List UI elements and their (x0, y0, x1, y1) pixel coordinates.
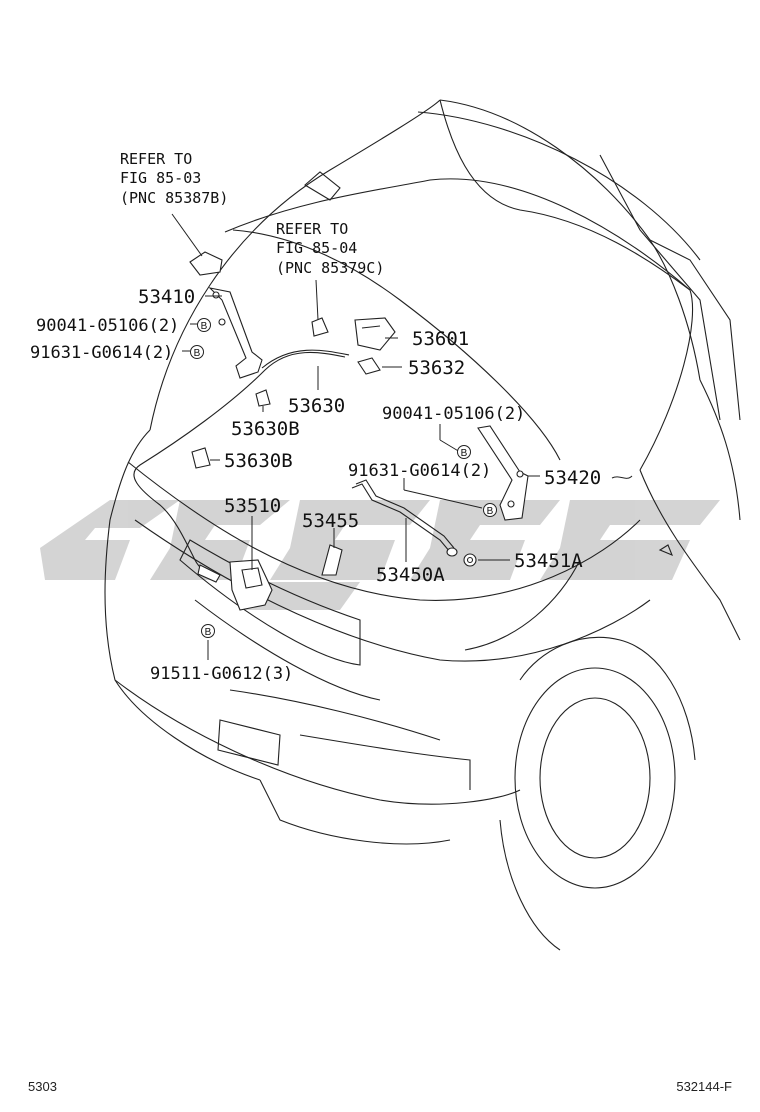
reference-callout-85-03: REFER TO FIG 85-03 (PNC 85387B) (120, 150, 228, 207)
svg-text:B: B (487, 506, 494, 517)
label-53450a: 53450A (376, 564, 445, 586)
svg-text:B: B (205, 627, 212, 638)
b-marker: B (201, 624, 215, 638)
label-53601: 53601 (412, 328, 469, 350)
part-shapes (133, 251, 529, 611)
svg-text:B: B (201, 321, 208, 332)
label-90041-left: 90041-05106(2) (36, 316, 179, 336)
b-markers: B B B B B (190, 318, 497, 638)
label-53632: 53632 (408, 357, 465, 379)
label-53630b-2: 53630B (224, 450, 293, 472)
label-91631-left: 91631-G0614(2) (30, 343, 173, 363)
svg-text:(PNC 85387B): (PNC 85387B) (120, 189, 228, 207)
footer-page-code: 5303 (28, 1079, 57, 1094)
part-labels: 53410 90041-05106(2) 91631-G0614(2) 5360… (30, 286, 601, 684)
label-53630: 53630 (288, 395, 345, 417)
b-marker: B (457, 445, 471, 459)
label-53455: 53455 (302, 510, 359, 532)
svg-text:FIG 85-04: FIG 85-04 (276, 239, 357, 257)
reference-callout-85-04: REFER TO FIG 85-04 (PNC 85379C) (276, 220, 384, 277)
label-90041-right: 90041-05106(2) (382, 404, 525, 424)
footer-figure-code: 532144-F (676, 1079, 732, 1094)
b-marker: B (197, 318, 211, 332)
vehicle-outline (104, 99, 741, 951)
watermark-logo (40, 500, 720, 610)
svg-text:FIG 85-03: FIG 85-03 (120, 169, 201, 187)
label-53630b-1: 53630B (231, 418, 300, 440)
svg-text:B: B (461, 448, 468, 459)
svg-text:(PNC 85379C): (PNC 85379C) (276, 259, 384, 277)
svg-text:REFER TO: REFER TO (276, 220, 348, 238)
label-53451a: 53451A (514, 550, 583, 572)
label-53420: 53420 (544, 467, 601, 489)
label-53510: 53510 (224, 495, 281, 517)
leader-lines (171, 213, 633, 660)
label-91511: 91511-G0612(3) (150, 664, 293, 684)
label-53410: 53410 (138, 286, 195, 308)
svg-text:REFER TO: REFER TO (120, 150, 192, 168)
b-marker: B (483, 503, 497, 517)
svg-text:B: B (194, 348, 201, 359)
b-marker: B (190, 345, 204, 359)
label-91631-right: 91631-G0614(2) (348, 461, 491, 481)
